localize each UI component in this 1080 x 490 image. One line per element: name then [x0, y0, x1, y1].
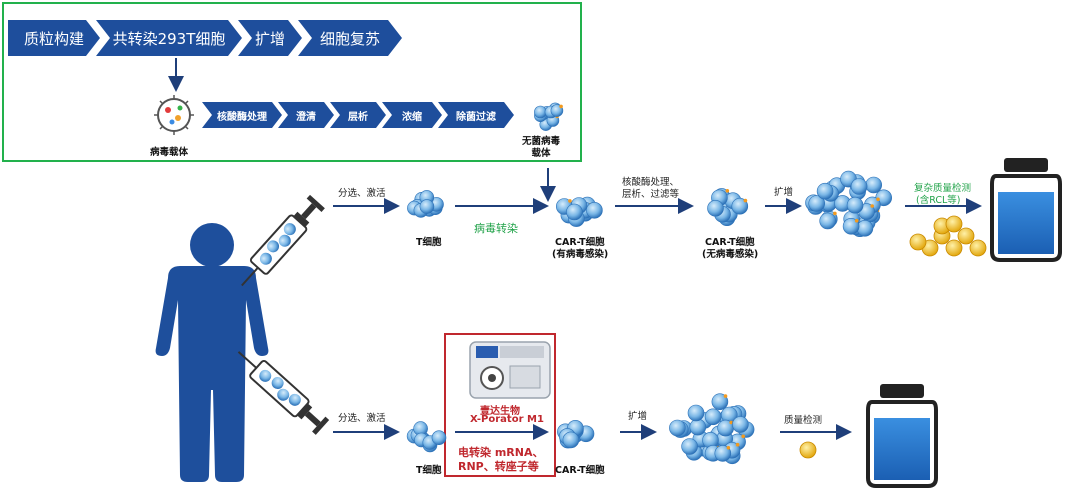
complex-qc-sub-label: (含RCL等) — [916, 195, 961, 206]
qc-bottom-label: 质量检测 — [784, 415, 823, 426]
cost-coins — [799, 215, 987, 459]
cart-infected-cluster — [555, 196, 603, 227]
purify-label: 核酸酶处理 — [217, 111, 267, 123]
step-cell-recovery: 细胞复苏 — [298, 20, 402, 56]
purify-label: 除菌过滤 — [456, 111, 496, 123]
expanded-bottom-cluster — [669, 393, 755, 465]
electroporation-device-icon — [469, 341, 551, 399]
viral-transduction-label: 病毒转染 — [474, 222, 518, 235]
electroporation-frame — [444, 333, 556, 477]
electroporation-label-2: RNP、转座子等 — [458, 460, 539, 473]
sterile-vector-label: 无菌病毒 载体 — [522, 136, 561, 159]
step-label: 共转染293T细胞 — [112, 29, 226, 48]
expand-top-label: 扩增 — [774, 187, 794, 198]
step-cotransfection: 共转染293T细胞 — [96, 20, 242, 56]
patient-icon — [155, 223, 269, 482]
viral-vector-production-frame — [2, 2, 582, 162]
expanded-top-cluster — [805, 170, 893, 237]
purify-label: 层析 — [348, 111, 368, 123]
cart-clean-sub-label: (无病毒感染) — [702, 249, 759, 260]
cart-bottom-cluster — [557, 419, 595, 449]
cart-infected-sub-label: (有病毒感染) — [552, 249, 609, 260]
purify-label-1: 核酸酶处理、 — [622, 177, 680, 188]
expand-bottom-label: 扩增 — [628, 411, 648, 422]
purify-nuclease: 核酸酶处理 — [202, 102, 282, 128]
sterile-vector-icon — [534, 102, 564, 131]
purify-label: 浓缩 — [402, 111, 422, 123]
purify-label: 澄清 — [296, 111, 316, 123]
sterile-vector-cluster — [534, 102, 564, 131]
coin-icon — [969, 239, 987, 257]
coin-icon — [945, 215, 963, 233]
cell-product-bottle-top — [990, 158, 1062, 262]
viral-vector-label: 病毒载体 — [150, 147, 189, 158]
step-label: 质粒构建 — [23, 29, 84, 48]
syringe-icon-bottom — [237, 351, 330, 435]
electroporation-label-1: 电转染 mRNA、 — [458, 446, 544, 459]
t-cell-top-label: T细胞 — [416, 237, 442, 248]
purify-label-2: 层析、过滤等 — [622, 189, 680, 200]
sort-activate-top-label: 分选、激活 — [338, 188, 386, 199]
cart-bottom-label: CAR-T细胞 — [555, 465, 605, 476]
t-cell-top-cluster — [407, 190, 444, 218]
device-brand-label: 壹达生物 — [480, 406, 520, 417]
coin-icon — [945, 239, 963, 257]
step-label: 扩增 — [254, 29, 285, 48]
t-cell-bottom-cluster — [406, 421, 447, 453]
coin-icon — [957, 227, 975, 245]
step-plasmid-construction: 质粒构建 — [8, 20, 100, 56]
cart-clean-cluster — [707, 188, 749, 226]
coin-icon — [909, 233, 927, 251]
cart-clean-label: CAR-T细胞 — [705, 237, 755, 248]
purify-concentrate: 浓缩 — [382, 102, 442, 128]
device-model-label: X-Porator M1 — [470, 414, 544, 425]
step-label: 细胞复苏 — [319, 29, 380, 48]
t-cell-bottom-label: T细胞 — [416, 465, 442, 476]
sort-activate-bottom-label: 分选、激活 — [338, 413, 386, 424]
cart-infected-label: CAR-T细胞 — [555, 237, 605, 248]
cell-product-bottle-bottom — [866, 384, 938, 488]
syringe-icon-top — [241, 194, 325, 287]
viral-vector-icon — [154, 95, 194, 135]
purify-sterile-filter: 除菌过滤 — [438, 102, 514, 128]
coin-icon — [799, 441, 817, 459]
complex-qc-label: 复杂质量检测 — [914, 183, 972, 194]
